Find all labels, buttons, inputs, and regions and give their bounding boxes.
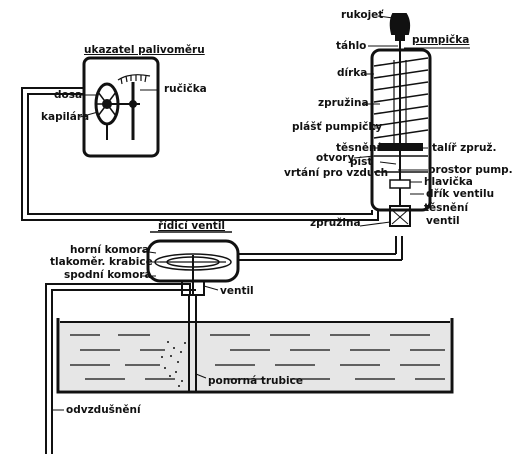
gauge-box	[82, 56, 160, 158]
label-handle: rukojeť	[341, 9, 384, 21]
label-piston: píst	[350, 156, 373, 168]
label-capillary: kapilára	[41, 111, 90, 123]
label-seal-top: těsnění	[336, 142, 381, 154]
label-lower-chamber: spodní komora	[64, 269, 152, 281]
vent-pipe	[45, 283, 196, 454]
leader-lines	[52, 15, 470, 411]
label-needle: ručička	[164, 83, 207, 95]
label-seal-bottom: těsnění	[424, 202, 469, 214]
label-pump-space: prostor pump.	[428, 164, 513, 176]
fuel-tank	[56, 318, 454, 394]
label-vent: odvzdušnění	[66, 404, 141, 416]
label-hole: dírka	[337, 67, 368, 79]
label-spring-bottom: zpružina	[310, 217, 361, 229]
label-spring-top: zpružina	[318, 97, 369, 109]
label-valve: ventil	[220, 285, 254, 297]
label-valve-head: hlavička	[424, 176, 473, 188]
label-valve-stem: dřík ventilu	[426, 188, 495, 200]
label-immersion-tube: ponorná trubice	[208, 375, 303, 387]
label-valve-right: ventil	[426, 215, 460, 227]
label-pump-casing: plášť pumpičky	[292, 121, 383, 133]
label-control-valve: řídicí ventil	[158, 220, 226, 232]
control-valve	[146, 231, 403, 296]
label-pump: pumpička	[412, 34, 470, 46]
immersion-tube	[188, 296, 197, 392]
label-air-bore: vrtání pro vzduch	[284, 167, 389, 179]
label-fuel-gauge: ukazatel palivoměru	[84, 44, 205, 56]
label-spring-plate: talíř zpruž.	[432, 142, 497, 154]
label-rod: táhlo	[336, 40, 367, 52]
label-openings: otvory	[316, 152, 355, 164]
capillary-pipe	[21, 87, 379, 221]
pump	[370, 13, 432, 227]
label-upper-chamber: horní komora	[70, 244, 149, 256]
label-pressure-capsule: tlakoměr. krabice	[50, 256, 153, 268]
label-capsule: dosa	[54, 89, 83, 101]
